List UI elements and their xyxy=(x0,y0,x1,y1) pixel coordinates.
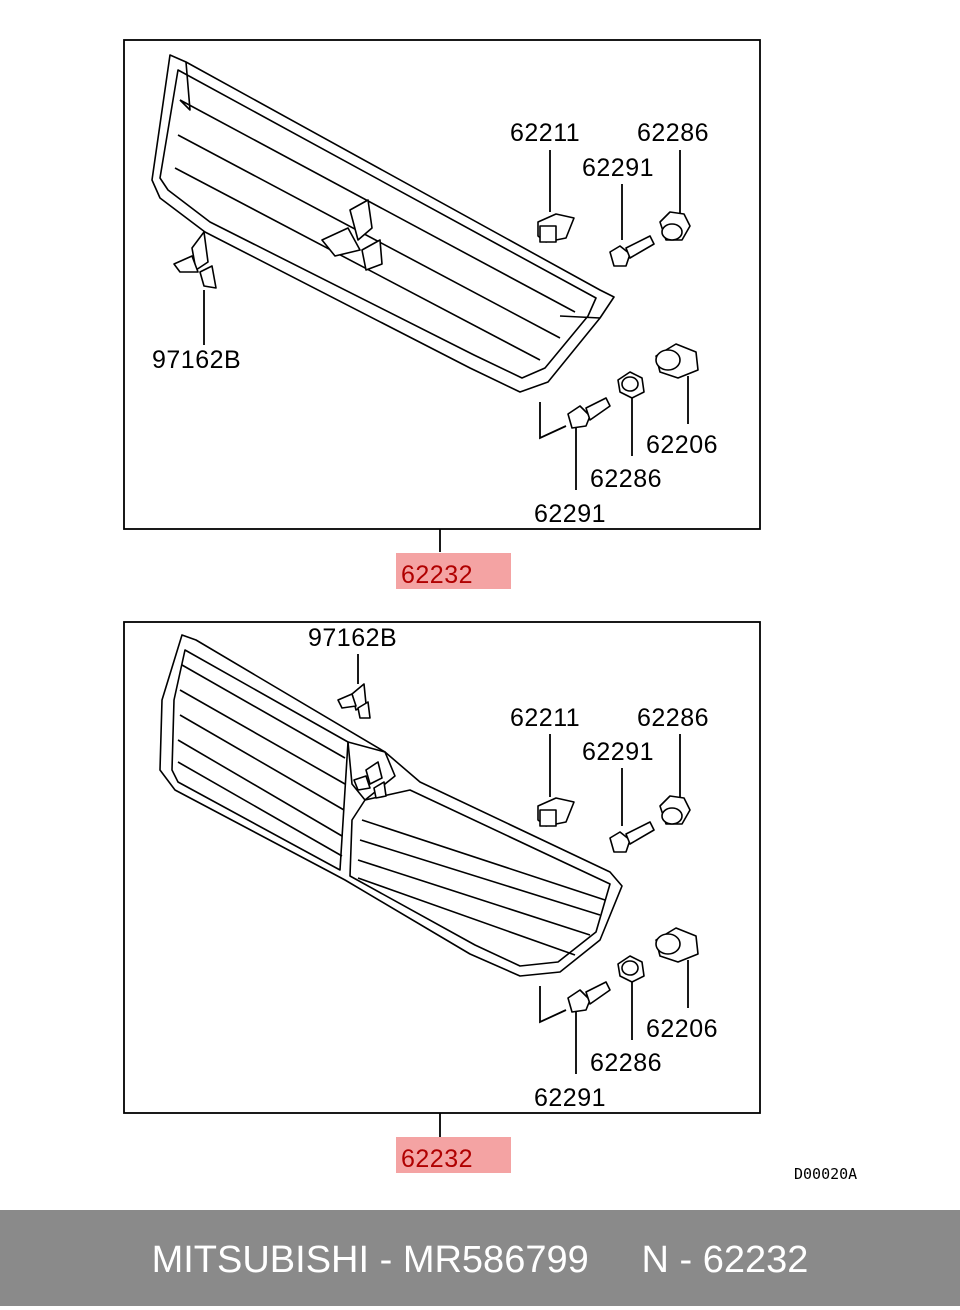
grille-bottom xyxy=(159,634,623,977)
label-screw-top: 62291 xyxy=(582,154,654,182)
assembly-number-top[interactable]: 62232 xyxy=(401,561,473,589)
footer-bar: MITSUBISHI - MR586799 N - 62232 xyxy=(0,1210,960,1306)
label-nut-bottom-bottom: 62286 xyxy=(590,1049,662,1077)
label-nut-top: 62286 xyxy=(637,119,709,147)
nut-bottom-top-panel: 62286 xyxy=(590,371,662,493)
grommet-top: 62206 xyxy=(646,343,718,459)
screw-top: 62291 xyxy=(582,154,655,267)
grille-top xyxy=(151,54,615,393)
screw-bottom-top-panel: 62291 xyxy=(534,397,611,528)
assembly-highlight-top xyxy=(396,553,511,589)
label-emblem-bottom: 97162B xyxy=(308,624,397,652)
label-screw-top-bottom: 62291 xyxy=(582,738,654,766)
clip-top: 62211 xyxy=(510,119,580,243)
label-screw-bottom-bottom: 62291 xyxy=(534,1084,606,1112)
top-panel-frame xyxy=(123,39,761,530)
label-grommet-bottom: 62206 xyxy=(646,1015,718,1043)
drawing-code: D00020A xyxy=(794,1165,857,1183)
top-panel: 97162B 62211 62286 62291 622 xyxy=(123,39,761,589)
label-grommet-top: 62206 xyxy=(646,431,718,459)
nut-top: 62286 xyxy=(637,119,709,241)
screw-top-bottom-panel: 62291 xyxy=(582,738,655,853)
label-screw-bottom-top: 62291 xyxy=(534,500,606,528)
label-nut-bottom-top: 62286 xyxy=(590,465,662,493)
clip-bottom: 62211 xyxy=(510,704,580,827)
label-emblem-top: 97162B xyxy=(152,346,241,374)
bottom-panel-frame xyxy=(123,621,761,1114)
bottom-panel: 97162B 62211 62286 62291 xyxy=(123,621,761,1173)
grommet-bottom: 62206 xyxy=(646,927,718,1043)
footer-part-info: MITSUBISHI - MR586799 N - 62232 xyxy=(151,1239,809,1281)
label-nut-top-bottom: 62286 xyxy=(637,704,709,732)
emblem-top: 97162B xyxy=(152,231,241,374)
assembly-number-bottom[interactable]: 62232 xyxy=(401,1145,473,1173)
nut-top-bottom-panel: 62286 xyxy=(637,704,709,825)
label-clip-top: 62211 xyxy=(510,119,580,147)
label-clip-bottom: 62211 xyxy=(510,704,580,732)
nut-bottom-bottom-panel: 62286 xyxy=(590,955,662,1077)
screw-bottom-bottom-panel: 62291 xyxy=(534,981,611,1112)
emblem-bottom: 97162B xyxy=(308,624,397,719)
assembly-highlight-bottom xyxy=(396,1137,511,1173)
